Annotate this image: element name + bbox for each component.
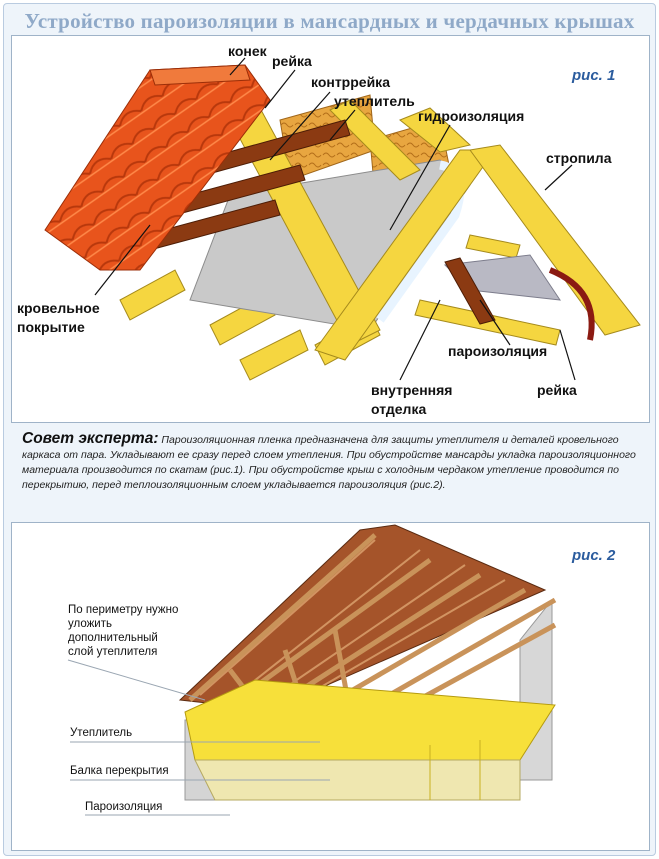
battens [144,119,496,325]
label-interior-line1: внутренняя [371,382,453,398]
label-roofing-line2: покрытие [17,319,85,335]
figure-2-leaders [67,659,330,816]
figure-2-label: рис. 2 [572,547,616,564]
advice-text: Пароизоляционная пленка предназначена дл… [22,434,636,491]
label-interior-line2: отделка [371,401,427,417]
label-floor-beam: Балка перекрытия [70,765,169,777]
label-rafters: стропила [546,150,612,166]
advice-heading: Совет эксперта: [22,430,159,447]
label-perimeter-line4: слой утеплителя [68,646,158,658]
label-perimeter-line2: уложить [68,618,112,630]
label-vapor-barrier-2: Пароизоляция [85,801,163,813]
label-batten-top: рейка [272,53,312,69]
rafters [229,99,641,361]
figure-1-label: рис. 1 [572,67,616,84]
label-ridge: конек [228,43,267,59]
label-perimeter-line1: По периметру нужно [68,604,179,616]
expert-advice: Совет эксперта: Пароизоляционная пленка … [22,431,640,493]
insulation-slab [184,679,556,761]
label-counter-batten: контррейка [311,74,390,90]
label-vapor-barrier-1: пароизоляция [448,343,548,359]
label-waterproofing: гидроизоляция [418,108,525,124]
figure-1-leaders [94,57,576,381]
label-insulation-1: утеплитель [334,93,415,109]
page-title: Устройство пароизоляции в мансардных и ч… [24,9,635,33]
label-perimeter-line3: дополнительный [68,632,158,644]
label-roofing-line1: кровельное [17,300,100,316]
label-batten-bottom: рейка [537,382,577,398]
label-insulation-2: Утеплитель [70,727,133,739]
